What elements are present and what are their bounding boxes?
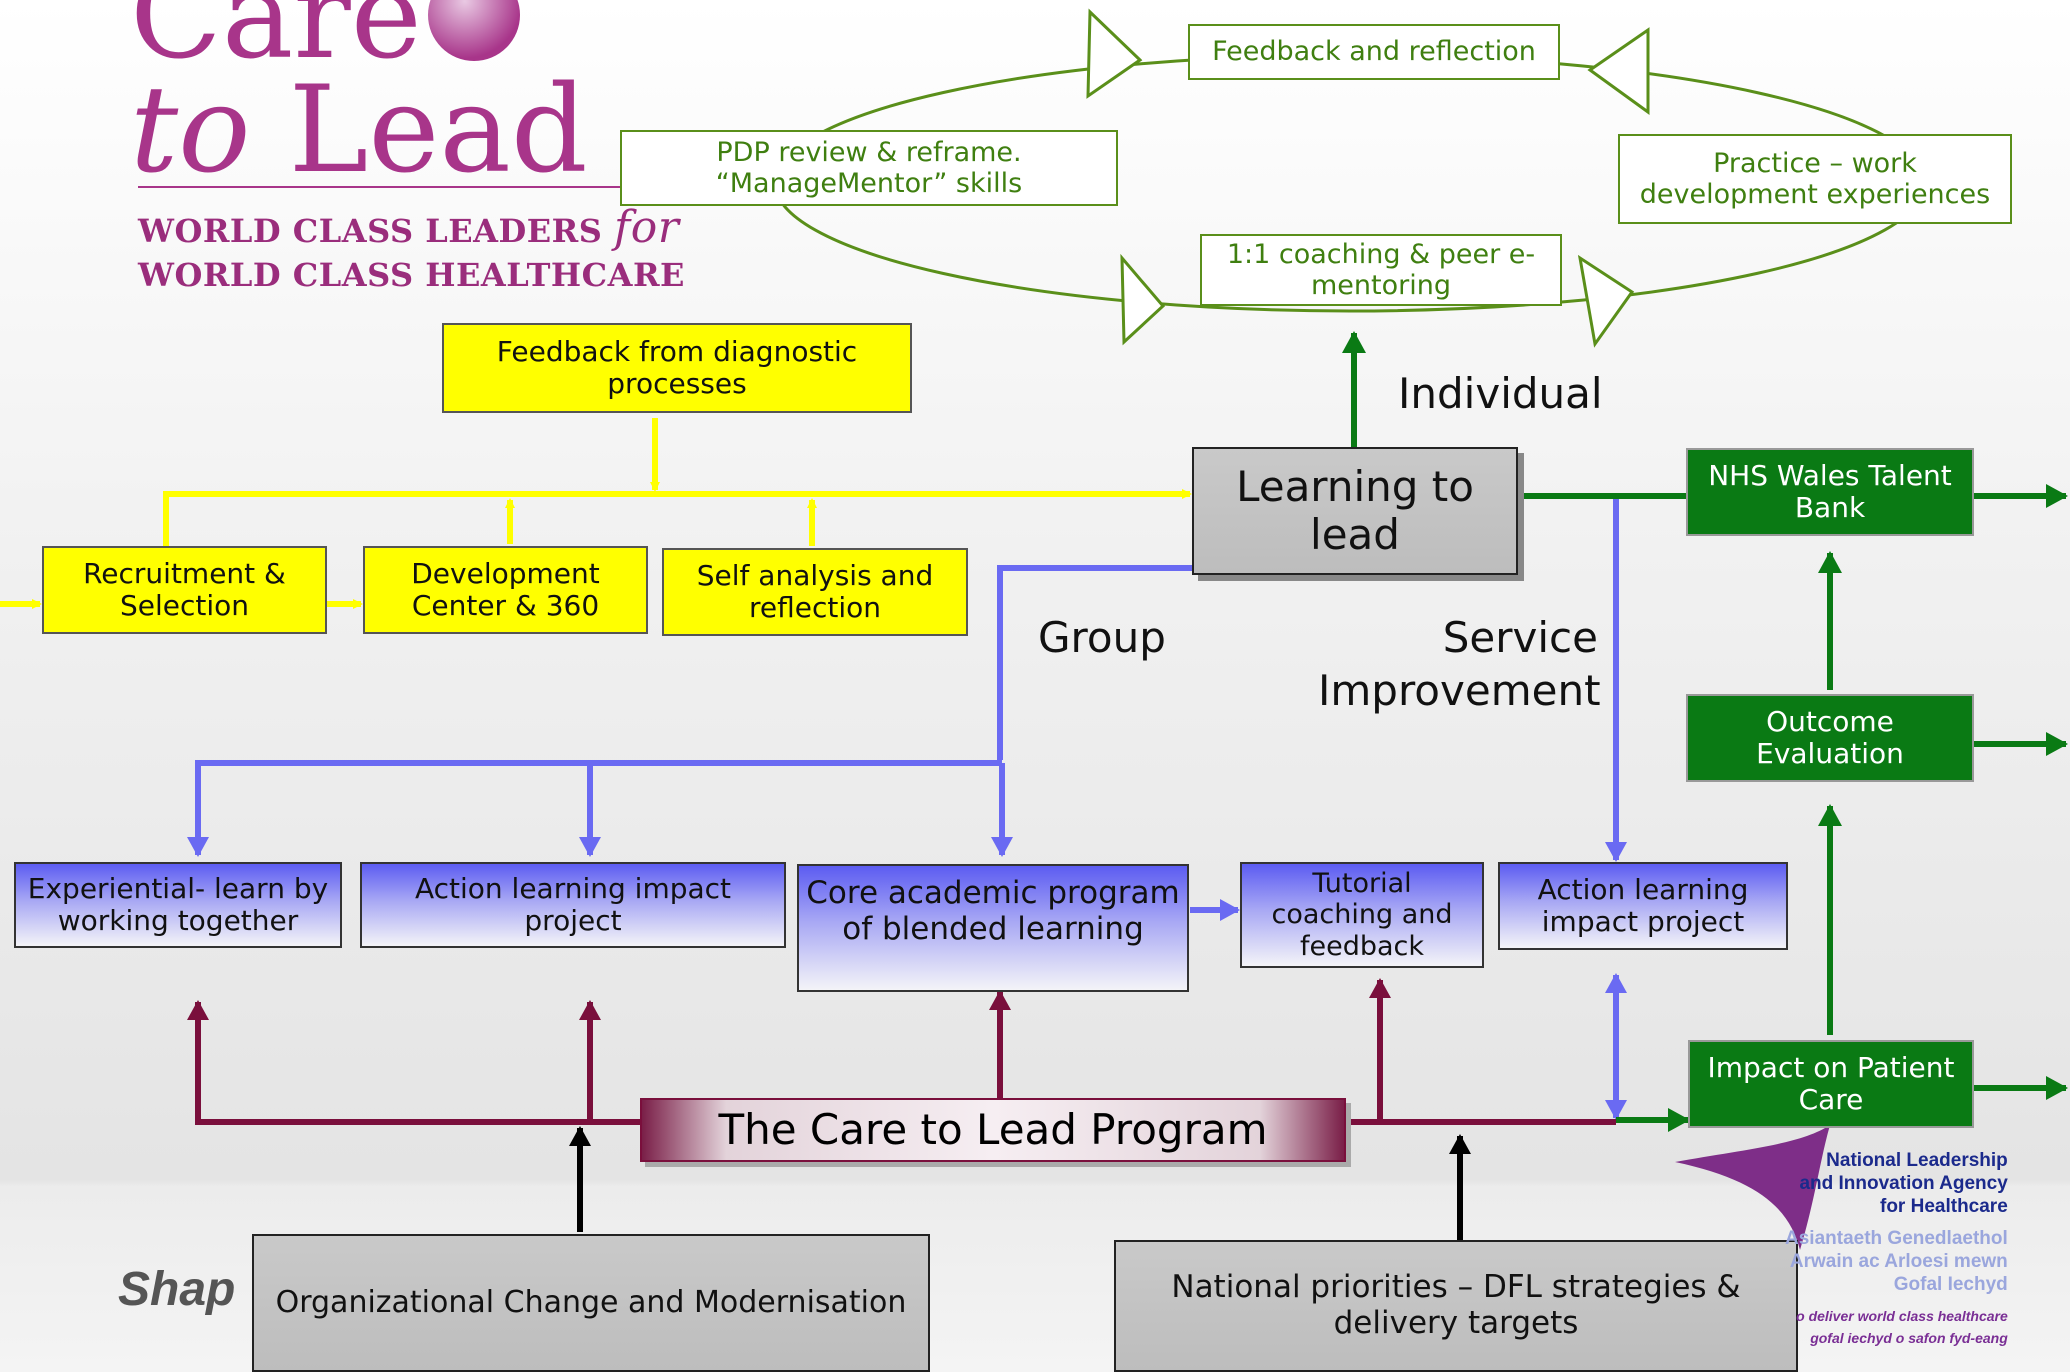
org-change-box: Organizational Change and Modernisation: [252, 1234, 930, 1372]
cycle-arrowhead: [1577, 254, 1635, 348]
blue-group-line: [997, 565, 1194, 760]
core-academic-label: Core academic program of blended learnin…: [806, 875, 1180, 947]
agency-logo-swoosh: [1675, 1125, 1830, 1250]
tutorial-box: Tutorial coaching and feedback: [1240, 862, 1484, 968]
agency-name-en-1: National Leadership: [1826, 1150, 2008, 1171]
learning-to-lead-box: Learning to lead: [1192, 447, 1518, 575]
agency-logo: National Leadership and Innovation Agenc…: [1785, 1150, 2008, 1350]
logo-globe-icon: [427, 0, 520, 61]
agency-name-cy-2: Arwain ac Arloesi mewn: [1789, 1251, 2008, 1273]
yellow-connectors: [0, 418, 1192, 609]
recruitment-label: Recruitment & Selection: [83, 556, 286, 622]
logo-tagline-for: for: [613, 202, 680, 253]
maroon-bus: [187, 1000, 640, 1125]
experiential-label: Experiential- learn by working together: [27, 871, 329, 937]
action-learning-label-1: Action learning impact project: [414, 871, 732, 937]
logo-tagline-line1: WORLD CLASS LEADERS: [138, 212, 603, 250]
logo-tagline: WORLD CLASS LEADERS for WORLD CLASS HEAL…: [138, 200, 685, 295]
black-connectors: [569, 1126, 1471, 1240]
national-priorities-box: National priorities – DFL strategies & d…: [1114, 1240, 1798, 1372]
patient-care-box: Impact on Patient Care: [1688, 1040, 1974, 1128]
action-learning-label-2: Action learning impact project: [1537, 872, 1749, 938]
partial-title-text: Shap: [118, 1263, 236, 1316]
core-academic-box: Core academic program of blended learnin…: [797, 864, 1189, 992]
care-to-lead-program-bar: The Care to Lead Program: [640, 1098, 1346, 1162]
yellow-bus: [163, 489, 1192, 546]
talent-bank-label: NHS Wales Talent Bank: [1708, 458, 1952, 524]
cycle-arrowhead: [1086, 8, 1143, 99]
green-connectors: [1342, 331, 2068, 1132]
blue-bus: [187, 760, 1002, 857]
experiential-box: Experiential- learn by working together: [14, 862, 342, 948]
diagnostic-feedback-box: Feedback from diagnostic processes: [442, 323, 912, 413]
tutorial-label: Tutorial coaching and feedback: [1271, 868, 1453, 962]
logo-word-lead: Lead: [288, 61, 588, 200]
self-analysis-box: Self analysis and reflection: [662, 548, 968, 636]
agency-name-cy-3: Gofal Iechyd: [1893, 1273, 2008, 1295]
development-center-label: Development Center & 360: [411, 556, 600, 622]
recruitment-box: Recruitment & Selection: [42, 546, 327, 634]
service-improvement-label: Service Improvement: [1318, 613, 1601, 715]
agency-name-en-2: and Innovation Agency: [1799, 1172, 2008, 1194]
cycle-pdp-label: PDP review & reframe. “ManageMentor” ski…: [715, 136, 1023, 199]
org-change-label: Organizational Change and Modernisation: [275, 1284, 907, 1320]
maroon-connectors: [187, 978, 1616, 1125]
agency-motto-cy: gofal iechyd o safon fyd-eang: [1810, 1330, 2008, 1347]
national-priorities-label: National priorities – DFL strategies & d…: [1171, 1269, 1741, 1341]
action-learning-box-2: Action learning impact project: [1498, 862, 1788, 950]
logo-rule: [138, 186, 628, 188]
development-center-box: Development Center & 360: [363, 546, 648, 634]
self-analysis-label: Self analysis and reflection: [696, 558, 934, 624]
agency-motto-en: o deliver world class healthcare: [1796, 1307, 2008, 1324]
logo-word-to: to: [130, 61, 251, 200]
agency-name-en: National Leadership and Innovation Agenc…: [1785, 1150, 2008, 1218]
cycle-practice-box: Practice – work development experiences: [1618, 134, 2012, 224]
talent-bank-box: NHS Wales Talent Bank: [1686, 448, 1974, 536]
blue-connectors: [187, 493, 1627, 1120]
outcome-evaluation-label: Outcome Evaluation: [1756, 704, 1904, 770]
group-label: Group: [1038, 613, 1166, 662]
cycle-coaching-label: 1:1 coaching & peer e-mentoring: [1226, 238, 1536, 301]
agency-motto: o deliver world class healthcare gofal i…: [1785, 1305, 2008, 1350]
agency-name-en-3: for Healthcare: [1880, 1195, 2008, 1217]
cycle-arrowhead: [1587, 27, 1650, 115]
agency-name-cy: Asiantaeth Genedlaethol Arwain ac Arloes…: [1785, 1228, 2008, 1296]
patient-care-label: Impact on Patient Care: [1707, 1050, 1955, 1116]
cycle-feedback-box: Feedback and reflection: [1188, 24, 1560, 80]
care-to-lead-logo: Care to Lead: [130, 0, 588, 191]
logo-tagline-line2: WORLD CLASS HEALTHCARE: [138, 256, 685, 294]
individual-label: Individual: [1398, 369, 1603, 418]
outcome-evaluation-box: Outcome Evaluation: [1686, 694, 1974, 782]
agency-name-cy-1: Asiantaeth Genedlaethol: [1785, 1228, 2008, 1250]
action-learning-box-1: Action learning impact project: [360, 862, 786, 948]
program-title: The Care to Lead Program: [718, 1104, 1268, 1154]
cycle-practice-label: Practice – work development experiences: [1639, 147, 1991, 210]
cycle-coaching-box: 1:1 coaching & peer e-mentoring: [1200, 234, 1562, 306]
cycle-arrowhead: [1120, 253, 1166, 346]
cycle-feedback-label: Feedback and reflection: [1212, 36, 1536, 68]
cycle-pdp-box: PDP review & reframe. “ManageMentor” ski…: [620, 130, 1118, 206]
diagnostic-feedback-label: Feedback from diagnostic processes: [496, 334, 858, 400]
learning-to-lead-label: Learning to lead: [1236, 461, 1474, 559]
